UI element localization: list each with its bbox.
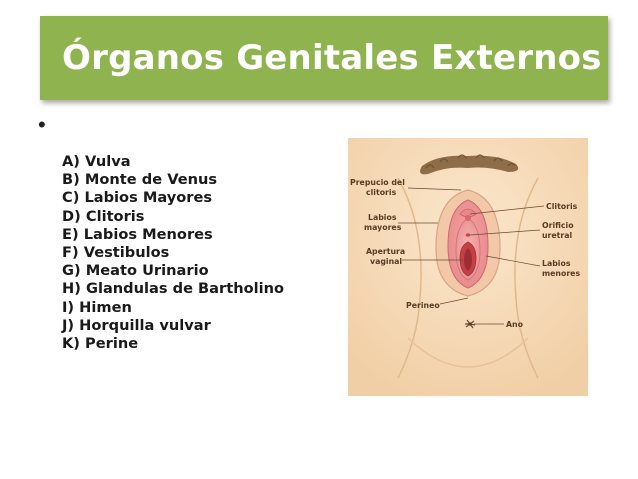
list-item: E) Labios Menores [62, 225, 213, 243]
leader-line [469, 205, 545, 215]
list-item: H) Glandulas de Bartholino [62, 280, 285, 298]
right-thigh-crease [514, 177, 539, 379]
bullet: • [38, 112, 46, 137]
leader-line [407, 187, 462, 191]
clitoris [465, 215, 471, 221]
leader-line [469, 229, 541, 236]
list-item: D) Clitoris [62, 207, 145, 225]
list-item: C) Labios Mayores [62, 189, 213, 207]
label-labios-mayores: Labios [368, 213, 397, 222]
list-item: A) Vulva [62, 153, 131, 170]
parts-list: A) Vulva B) Monte de Venus C) Labios May… [62, 153, 284, 353]
hair-strokes [425, 154, 516, 169]
label-perineo: Perineo [406, 301, 440, 310]
pubic-hair [420, 155, 519, 175]
label-prepucio-2: clitoris [366, 188, 397, 197]
label-apertura: Apertura [366, 247, 405, 256]
list-item: G) Meato Urinario [62, 262, 209, 280]
leader-line [439, 297, 469, 305]
list-item: I) Himen [62, 298, 132, 316]
title-bar: Órganos Genitales Externos [40, 16, 608, 100]
label-labios-menores: Labios [542, 259, 571, 268]
slide-title: Órganos Genitales Externos [62, 38, 602, 78]
buttock-crease [407, 337, 529, 368]
left-thigh-crease [397, 177, 422, 379]
urethral-orifice [465, 233, 471, 237]
list-item: B) Monte de Venus [62, 171, 218, 189]
label-orificio-2: uretral [542, 231, 573, 240]
label-apertura-2: vaginal [370, 257, 402, 266]
label-orificio: Orificio [542, 221, 574, 230]
list-item: K) Perine [62, 335, 139, 353]
anatomy-diagram: Prepucio del clitoris Labios mayores Ape… [348, 138, 588, 396]
leader-line [485, 255, 541, 267]
list-item: J) Horquilla vulvar [62, 316, 211, 334]
list-item: F) Vestibulos [62, 244, 170, 262]
label-labios-mayores-2: mayores [364, 223, 402, 232]
label-prepucio: Prepucio del [350, 178, 405, 187]
anus [465, 319, 476, 329]
label-ano: Ano [506, 320, 524, 329]
vaginal-opening-inner [464, 248, 472, 271]
label-clitoris: Clitoris [546, 202, 578, 211]
label-labios-menores-2: menores [542, 269, 580, 278]
clitoral-hood [459, 208, 477, 218]
